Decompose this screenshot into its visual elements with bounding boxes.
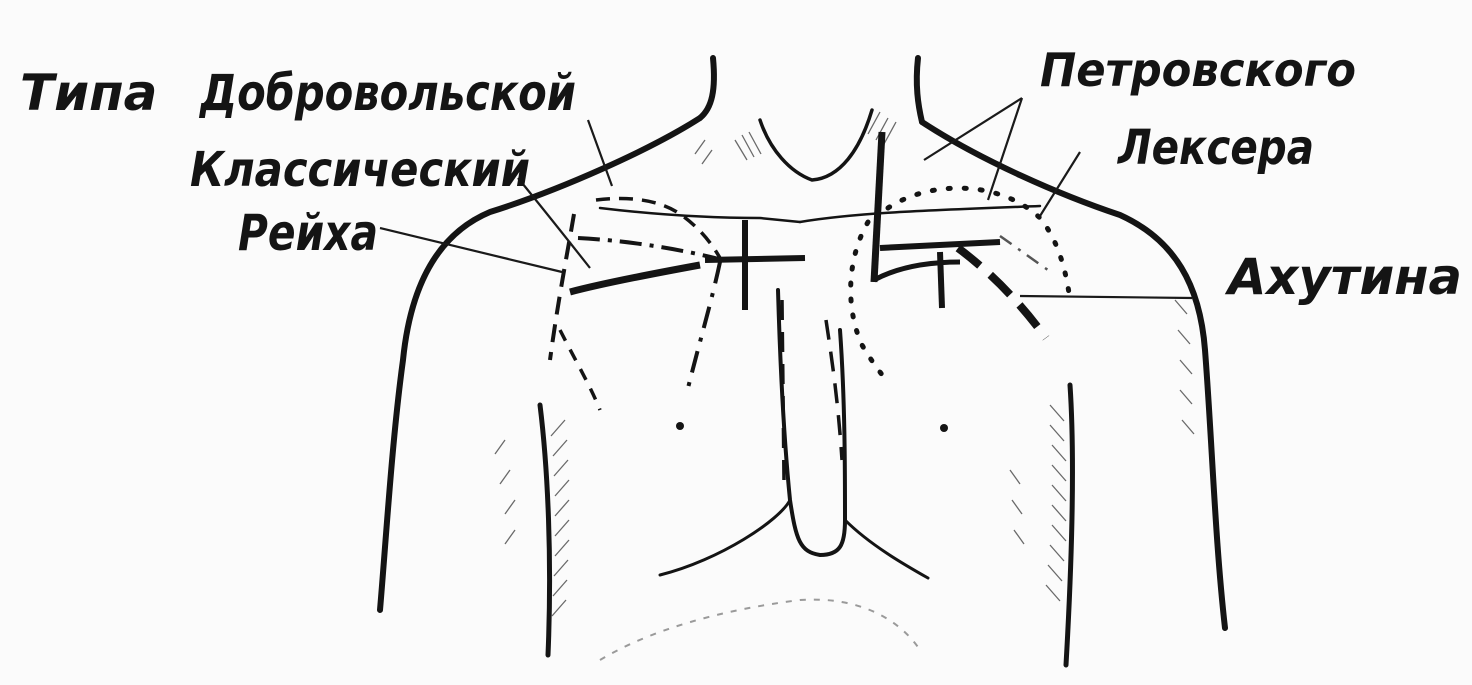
incision-lines [550,132,1070,480]
label-petrovskogo: Петровского [1040,43,1356,97]
label-reikha: Рейха [238,204,378,262]
label-klassicheskii: Классический [190,142,530,198]
label-tipa: Типа [20,64,157,122]
label-akhutina: Ахутина [1224,248,1462,306]
label-leksera: Лексера [1116,120,1314,176]
left-nipple [676,422,684,430]
right-nipple [940,424,948,432]
label-dobrovolskoi: Добровольской [198,64,576,122]
